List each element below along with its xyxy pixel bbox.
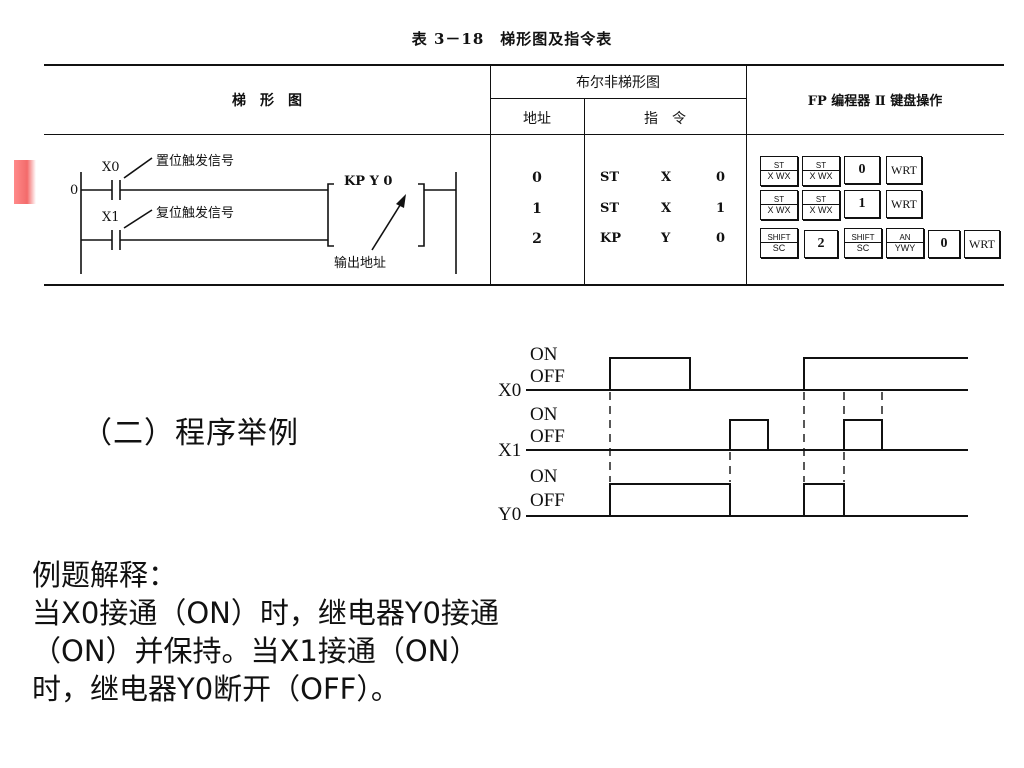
accent-bar (14, 160, 36, 204)
instruction-table: 梯 形 图 布尔非梯形图 地址 指 令 FP 编程器 Ⅱ 键盘操作 0 ST X… (44, 64, 1004, 286)
row-op: KP (600, 231, 622, 246)
output-address-label: 输出地址 (334, 256, 387, 271)
header-address: 地址 (523, 111, 551, 127)
ladder-diagram: 0 X0 X1 置位触发信号 复位触发信号 KP Y 0 输出地址 (44, 136, 492, 286)
row-reg: X (661, 201, 672, 216)
header-instruction: 指 令 (644, 111, 686, 127)
row-num: 0 (716, 231, 726, 246)
timing-diagram: ON OFF X0 ON OFF X1 ON OFF Y0 (490, 340, 980, 525)
y0-signal-label: Y0 (498, 504, 522, 525)
coil-label: KP Y 0 (344, 174, 393, 189)
key-wrt: WRT (886, 190, 922, 218)
ladder-lines (80, 157, 457, 274)
x0-signal-label: X0 (498, 380, 522, 401)
row-reg: X (661, 170, 672, 185)
x0-on-label: ON (530, 344, 558, 365)
y0-off-label: OFF (530, 490, 565, 511)
reset-signal-label: 复位触发信号 (156, 206, 235, 221)
row-num: 1 (716, 201, 726, 216)
rung-number: 0 (70, 183, 79, 198)
header-boolean: 布尔非梯形图 (576, 75, 660, 91)
x1-off-label: OFF (530, 426, 565, 447)
key-wrt: WRT (886, 156, 922, 184)
x1-signal-label: X1 (498, 440, 522, 461)
explanation-heading: 例题解释： (32, 558, 178, 592)
row-num: 0 (716, 170, 726, 185)
row-op: ST (600, 170, 620, 185)
set-signal-label: 置位触发信号 (156, 154, 235, 169)
row-address: 1 (532, 201, 542, 217)
row-reg: Y (661, 231, 671, 246)
contact-x0-label: X0 (102, 160, 120, 175)
key-wrt: WRT (964, 230, 1000, 258)
row-op: ST (600, 201, 620, 216)
key-2: 2 (804, 230, 838, 258)
table-title: 表 3－18 梯形图及指令表 (411, 30, 613, 48)
contact-x1-label: X1 (102, 210, 120, 225)
explanation: 例题解释： 当X0接通（ON）时，继电器Y0接通 （ON）并保持。当X1接通（O… (32, 556, 612, 708)
key-0: 0 (844, 156, 880, 184)
x1-on-label: ON (530, 404, 558, 425)
key-0: 0 (928, 230, 960, 258)
row-address: 2 (532, 231, 542, 247)
header-keyboard: FP 编程器 Ⅱ 键盘操作 (807, 94, 943, 109)
header-ladder: 梯 形 图 (232, 93, 302, 109)
row-address: 0 (532, 170, 542, 186)
x0-off-label: OFF (530, 366, 565, 387)
section-title: （二）程序举例 (82, 416, 299, 451)
y0-on-label: ON (530, 466, 558, 487)
explanation-line: 时，继电器Y0断开（OFF）。 (32, 672, 400, 706)
explanation-line: 当X0接通（ON）时，继电器Y0接通 (32, 596, 500, 630)
explanation-line: （ON）并保持。当X1接通（ON） (32, 634, 479, 668)
key-1: 1 (844, 190, 880, 218)
timing-waveforms (526, 357, 968, 517)
